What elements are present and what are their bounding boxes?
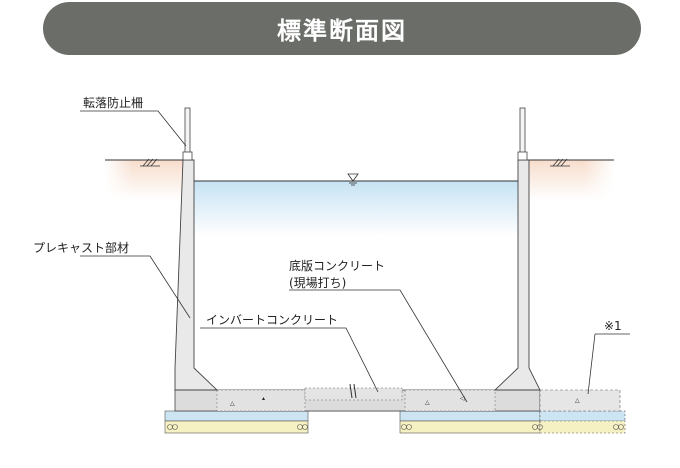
water-level-symbol bbox=[347, 173, 359, 186]
precast-wall-left bbox=[174, 159, 219, 391]
page-title: 標準断面図 bbox=[277, 17, 407, 45]
label-invert: インバートコンクリート bbox=[206, 313, 338, 327]
svg-text:△: △ bbox=[425, 399, 430, 406]
water bbox=[193, 181, 518, 236]
precast-wall-right bbox=[493, 159, 541, 391]
label-base-concrete-sub: (現場打ち) bbox=[289, 276, 346, 290]
leader-lines bbox=[80, 110, 630, 403]
fence-right bbox=[517, 107, 528, 161]
label-fence: 転落防止柵 bbox=[83, 95, 143, 110]
label-note: ※1 bbox=[604, 319, 622, 333]
svg-text:◁: ◁ bbox=[460, 395, 465, 402]
soil-right bbox=[529, 158, 614, 200]
label-precast: プレキャスト部材 bbox=[33, 240, 129, 255]
svg-text:△: △ bbox=[230, 400, 235, 407]
title-banner: 標準断面図 bbox=[43, 2, 641, 55]
svg-text:△: △ bbox=[575, 397, 580, 404]
svg-text:▴: ▴ bbox=[262, 395, 265, 402]
soil-left bbox=[105, 158, 185, 200]
fence-left bbox=[182, 107, 193, 161]
label-base-concrete: 底版コンクリート bbox=[289, 258, 385, 273]
base-concrete: △ ▴ △ ◁ △ bbox=[174, 383, 621, 412]
